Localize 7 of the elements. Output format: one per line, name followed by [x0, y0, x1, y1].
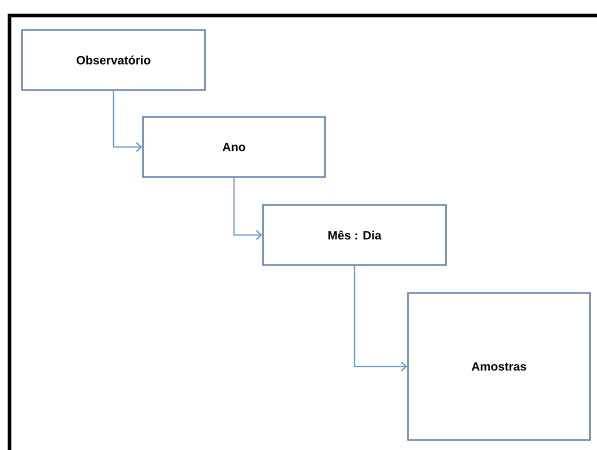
arrow [354, 266, 408, 372]
arrow [112, 90, 142, 152]
process-box: Mês : Dia [262, 204, 447, 266]
process-box: Observatório [21, 29, 206, 91]
arrow [233, 178, 262, 240]
process-box: Ano [142, 116, 326, 178]
process-box: Amostras [407, 292, 591, 441]
